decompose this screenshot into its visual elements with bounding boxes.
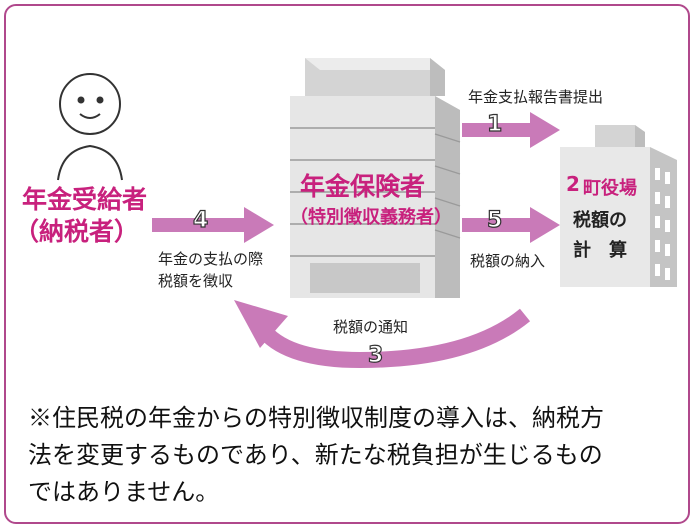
flow-arrow-5: [462, 207, 560, 243]
pensioner-subtitle: （納税者）: [14, 217, 140, 246]
footnote-line-3: ではありません。: [28, 478, 220, 506]
town-hall-task-line1: 税額の: [573, 210, 627, 231]
flow-arrow-3: [234, 300, 531, 369]
step-4-label-line1: 年金の支払の際: [158, 250, 264, 268]
step-5-label: 税額の納入: [470, 252, 546, 270]
step-3-label: 税額の通知: [333, 318, 409, 336]
step-number-4: 4: [192, 207, 209, 233]
step-number-1: 1: [486, 111, 503, 137]
town-hall-building-icon: [560, 125, 677, 287]
office-building-icon: [290, 58, 461, 298]
flow-arrow-1: [462, 112, 560, 148]
step-1-label: 年金支払報告書提出: [468, 88, 604, 106]
diagram-frame: [4, 4, 690, 524]
step-4-label-line2: 税額を徴収: [158, 272, 234, 290]
insurer-title: 年金保険者: [300, 172, 426, 201]
town-hall-number: 2: [566, 172, 580, 196]
town-hall-name: 町役場: [583, 178, 637, 199]
insurer-subtitle: （特別徴収義務者）: [290, 207, 452, 228]
town-hall-task-line2: 計 算: [573, 240, 627, 261]
person-icon: [57, 73, 123, 181]
pensioner-title: 年金受給者: [22, 185, 148, 214]
flow-arrow-4: [152, 207, 274, 243]
footnote-line-2: 法を変更するものであり、新たな税負担が生じるもの: [28, 441, 603, 469]
footnote: ※住民税の年金からの特別徴収制度の導入は、納税方 法を変更するものであり、新たな…: [28, 400, 678, 511]
step-number-5: 5: [486, 207, 503, 233]
footnote-line-1: ※住民税の年金からの特別徴収制度の導入は、納税方: [28, 404, 604, 432]
step-number-3: 3: [367, 342, 384, 368]
